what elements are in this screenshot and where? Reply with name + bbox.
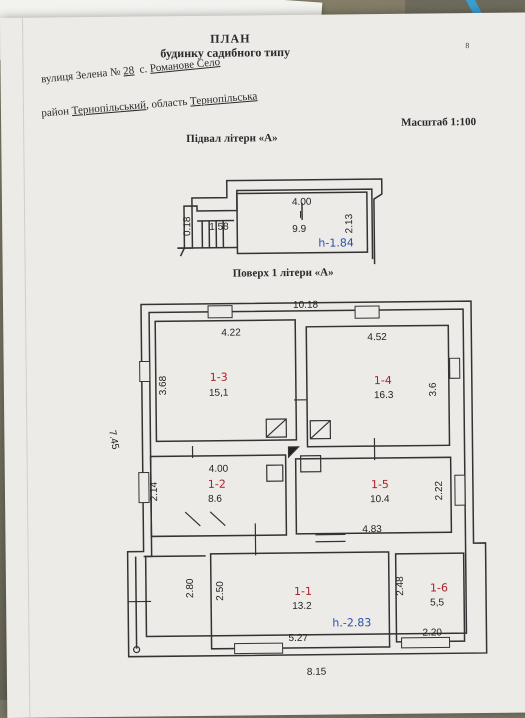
floor-plan-drawing: 4.00 I 9.9 1.58 0.18 2.13 h-1.84 <box>0 13 525 718</box>
room-1-3-id: 1-3 <box>210 371 228 384</box>
room-1-5-depth: 2.22 <box>434 480 445 500</box>
room-1-5-width: 4.83 <box>362 524 382 535</box>
room-1-6-area: 5,5 <box>430 597 444 608</box>
room-1-5-id: 1-5 <box>371 478 389 491</box>
room-1-1-id: 1-1 <box>294 585 312 598</box>
basement-right-dim: 2.13 <box>344 213 355 233</box>
basement-stair-dim: 1.58 <box>209 222 229 233</box>
basement-height-note: h-1.84 <box>318 236 354 249</box>
room-1-3-area: 15,1 <box>209 388 229 399</box>
document-page: ПЛАН будинку садибного типу 8 вулиця Зел… <box>0 13 525 718</box>
floor1-bottom-width: 8.15 <box>307 667 327 678</box>
room-1-2-width: 4.00 <box>209 464 229 475</box>
room-1-4-id: 1-4 <box>374 374 392 387</box>
room-1-3-width: 4.22 <box>221 327 241 338</box>
room-1-6-id: 1-6 <box>430 581 448 594</box>
floor1-overall-depth: 7.45 <box>106 429 120 451</box>
floor1-fixtures <box>126 399 377 653</box>
floor1-height-note: h.-2.83 <box>332 616 371 629</box>
room-1-6-width: 2.20 <box>422 627 442 638</box>
room-1-2-id: 1-2 <box>208 478 226 491</box>
room-1-2-depth: 2.14 <box>149 481 160 501</box>
room-1-2-area: 8.6 <box>208 494 222 505</box>
porch-depth: 2.80 <box>185 578 196 598</box>
floor1-overall-width: 10.18 <box>293 300 319 311</box>
room-1-5-area: 10.4 <box>370 494 390 505</box>
room-1-6-depth: 2.48 <box>395 576 406 596</box>
room-1-3-depth: 3.68 <box>158 375 169 395</box>
basement-left-dim: 0.18 <box>182 216 193 236</box>
basement-width: 4.00 <box>292 197 312 208</box>
basement-room-number: I <box>299 210 302 221</box>
room-1-1-width: 5.27 <box>288 633 308 644</box>
room-1-4-area: 16.3 <box>374 390 394 401</box>
room-1-4-depth: 3.6 <box>428 382 439 396</box>
basement-area: 9.9 <box>292 224 306 235</box>
room-1-4-width: 4.52 <box>367 332 387 343</box>
room-1-1-area: 13.2 <box>292 601 312 612</box>
room-1-1-depth: 2.50 <box>215 581 226 601</box>
